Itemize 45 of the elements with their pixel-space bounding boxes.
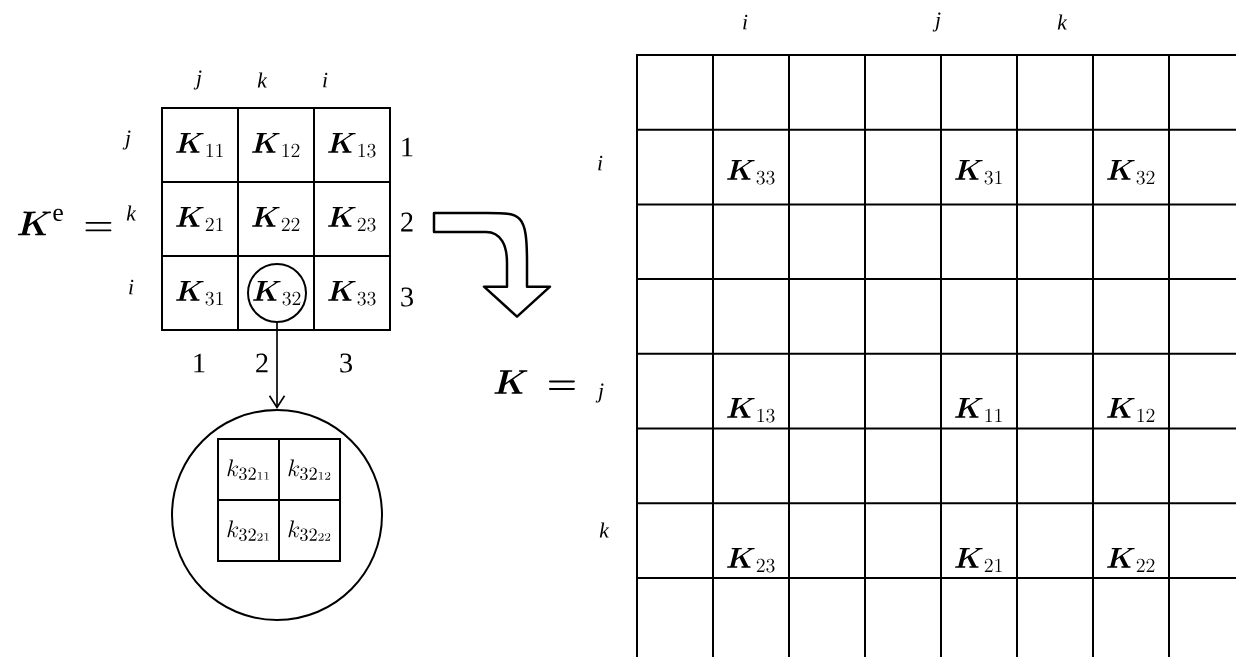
index-letter: i xyxy=(129,279,134,295)
index-number: 3 xyxy=(401,287,413,307)
matrix-entry: $k_{32\scriptscriptstyle 11}$ xyxy=(227,459,269,480)
matrix-entry: $\boldsymbol{K}_{22}$ xyxy=(252,206,300,232)
matrix-entry: $\boldsymbol{K}_{23}$ xyxy=(727,547,775,573)
index-letter: i xyxy=(743,14,748,30)
index-letter: k xyxy=(1057,14,1068,30)
matrix-entry: $\boldsymbol{K}_{12}$ xyxy=(1107,397,1155,423)
equation-label: $\boldsymbol{K}\ \boldsymbol{=}$ xyxy=(494,370,575,394)
index-number: 2 xyxy=(256,353,268,373)
matrix-entry: $\boldsymbol{K}_{13}$ xyxy=(328,132,376,158)
matrix-entry: $\boldsymbol{K}_{22}$ xyxy=(1107,547,1155,573)
index-number: 2 xyxy=(401,212,413,232)
matrix-entry: $\boldsymbol{K}_{21}$ xyxy=(176,206,223,232)
index-letter: j xyxy=(193,70,202,90)
matrix-entry: $k_{32\scriptscriptstyle 12}$ xyxy=(288,459,331,480)
matrix-entry: $\boldsymbol{K}_{13}$ xyxy=(727,397,775,423)
matrix-entry: $\boldsymbol{K}_{32}$ xyxy=(1107,159,1155,185)
matrix-entry: $\boldsymbol{K}_{31}$ xyxy=(955,159,1002,185)
index-letter: i xyxy=(598,155,603,171)
circled-entry: $\boldsymbol{K}_{32}$ xyxy=(247,263,307,323)
index-number: 1 xyxy=(194,353,205,373)
index-letter: j xyxy=(595,383,604,403)
matrix-entry: $k_{32\scriptscriptstyle 21}$ xyxy=(227,520,269,541)
index-letter: j xyxy=(932,12,941,32)
matrix-entry: $\boldsymbol{K}_{23}$ xyxy=(328,206,376,232)
matrix-entry: $\boldsymbol{K}_{11}$ xyxy=(955,397,1002,423)
matrix-entry: $\boldsymbol{K}_{12}$ xyxy=(252,132,300,158)
index-number: 3 xyxy=(340,353,352,373)
magnifier-circle xyxy=(171,409,383,621)
index-letter: k xyxy=(257,72,268,88)
arrow xyxy=(432,211,552,318)
index-letter: i xyxy=(323,72,328,88)
matrix-entry: $\boldsymbol{K}_{21}$ xyxy=(955,547,1002,573)
index-letter: k xyxy=(126,205,137,221)
matrix-entry: $\boldsymbol{K}_{33}$ xyxy=(328,280,376,306)
arrow xyxy=(268,322,286,409)
index-number: 1 xyxy=(402,137,413,157)
matrix-entry: $\boldsymbol{K}_{11}$ xyxy=(176,132,223,158)
equation-label: $\boldsymbol{K}^{\mathrm{e}}\ \boldsymbol{=}$ xyxy=(17,208,112,236)
index-letter: k xyxy=(599,522,610,538)
matrix-entry: $\boldsymbol{K}_{31}$ xyxy=(176,280,223,306)
matrix-entry: $\boldsymbol{K}_{33}$ xyxy=(727,159,775,185)
index-letter: j xyxy=(122,130,131,150)
matrix-entry: $k_{32\scriptscriptstyle 22}$ xyxy=(288,520,331,541)
